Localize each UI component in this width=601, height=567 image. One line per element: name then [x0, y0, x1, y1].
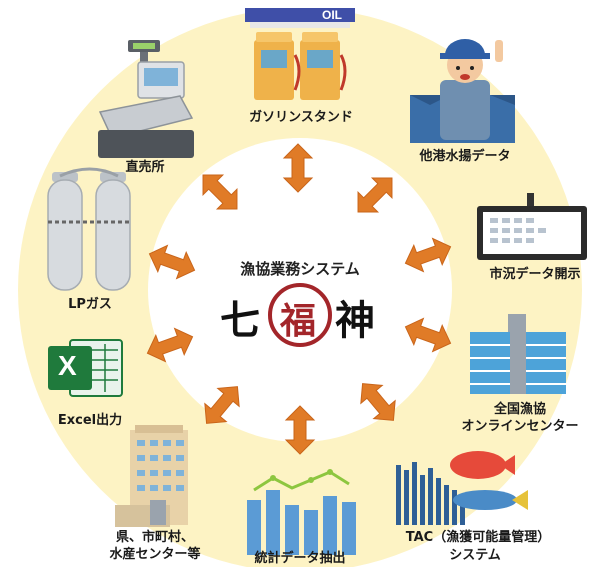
label-tac-2: システム: [449, 548, 501, 563]
cash-register-icon: [98, 40, 194, 158]
gas-station-icon: [245, 8, 355, 100]
tuna-icon: [453, 490, 517, 510]
label-prefecture-2: 水産センター等: [109, 547, 201, 562]
bar-chart-icon: [247, 469, 356, 555]
shichifukujin-logo: 七 福 神: [200, 280, 400, 350]
excel-icon: [48, 339, 123, 397]
label-gas-station: ガソリンスタンド: [249, 110, 353, 125]
label-tac-1: TAC（漁獲可能量管理）: [405, 530, 551, 545]
label-direct-sales: 直売所: [125, 160, 165, 175]
logo-char-2: 福: [280, 300, 317, 342]
label-zengyoren-1: 全国漁協: [493, 402, 546, 417]
fisherman-icon: [410, 39, 515, 143]
sea-bream-icon: [450, 451, 506, 479]
system-title: 漁協業務システム: [240, 260, 360, 278]
label-prefecture-1: 県、市町村、: [115, 530, 194, 545]
building-icon: [115, 425, 188, 527]
label-lpgas: LPガス: [68, 297, 112, 312]
label-other-port: 他港水揚データ: [419, 149, 511, 164]
logo-char-1: 七: [220, 297, 260, 344]
fish-data-icon: [396, 451, 528, 525]
excel-x-letter: X: [58, 350, 77, 381]
office-building-icon: [470, 314, 566, 394]
label-market: 市況データ開示: [489, 267, 581, 282]
gas-cylinder-icon: [47, 167, 131, 291]
display-board-icon: [477, 193, 587, 260]
label-zengyoren-2: オンラインセンター: [461, 419, 579, 434]
label-excel: Excel出力: [57, 413, 123, 428]
oil-sign: OIL: [322, 8, 342, 22]
label-stats: 統計データ抽出: [254, 551, 346, 566]
logo-circle: [268, 283, 332, 347]
logo-char-3: 神: [335, 297, 375, 344]
